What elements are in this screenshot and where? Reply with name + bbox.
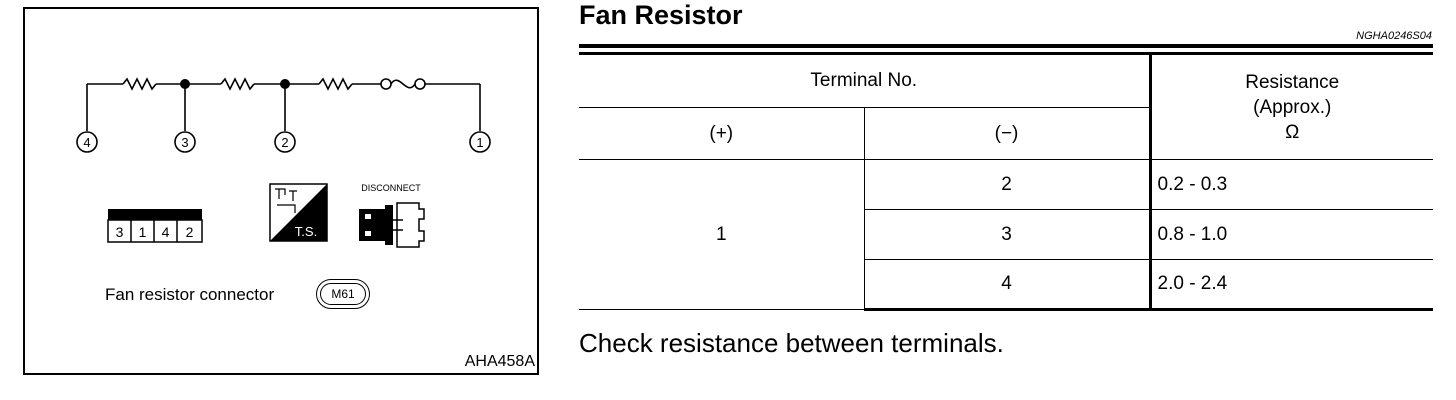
- connector-label: Fan resistor connector: [105, 285, 275, 304]
- resistance-cell: 2.0 - 2.4: [1148, 259, 1433, 311]
- connector-pin: 4: [162, 224, 170, 240]
- resistor-symbol: [220, 77, 255, 91]
- terminal-label: 4: [83, 135, 90, 150]
- minus-terminal-cell: 3: [864, 209, 1151, 260]
- resistor-symbol: [122, 77, 157, 91]
- resistance-table: Terminal No. Resistance (Approx.) Ω (+) …: [579, 52, 1433, 311]
- disconnect-connector-icon: DISCONNECT: [359, 183, 425, 248]
- header-terminal: Terminal No.: [579, 52, 1151, 108]
- wiring-figure: 4 3 2 1 3 1 4 2 T.S.: [23, 7, 539, 375]
- resistor-symbol: [318, 77, 353, 91]
- minus-terminal-cell: 2: [863, 159, 1151, 210]
- connector-code-badge: M61: [316, 279, 370, 309]
- header-minus: (−): [863, 107, 1150, 160]
- terminal-label: 1: [476, 135, 483, 150]
- instruction-note: Check resistance between terminals.: [579, 328, 1004, 358]
- header-plus: (+): [579, 107, 865, 160]
- terminal-label: 2: [281, 135, 288, 150]
- disconnect-label: DISCONNECT: [361, 183, 421, 193]
- resistance-cell: 0.2 - 0.3: [1148, 159, 1433, 210]
- header-resistance-text: Resistance (Approx.) Ω: [1245, 71, 1340, 143]
- minus-terminal-cell: 4: [864, 259, 1151, 311]
- plus-terminal-cell: 1: [579, 159, 865, 310]
- header-resistance: Resistance (Approx.) Ω: [1148, 52, 1433, 160]
- figure-code: AHA458A: [464, 353, 535, 370]
- connector-code: M61: [320, 283, 366, 305]
- connector-pin: 1: [139, 224, 147, 240]
- connector-face: 3 1 4 2: [107, 209, 203, 243]
- section-code: NGHA0246S04: [1356, 30, 1432, 42]
- section-title: Fan Resistor: [579, 0, 743, 30]
- connector-pin: 2: [186, 224, 194, 240]
- title-rule: [579, 44, 1433, 48]
- fuse-symbol: [380, 78, 426, 90]
- connector-pin: 3: [116, 224, 124, 240]
- circuit-diagram: 4 3 2 1 3 1 4 2 T.S.: [76, 77, 491, 248]
- resistance-cell: 0.8 - 1.0: [1148, 209, 1433, 260]
- test-set-icon: T.S.: [269, 183, 328, 242]
- terminal-label: 3: [181, 135, 188, 150]
- ts-label: T.S.: [295, 224, 317, 239]
